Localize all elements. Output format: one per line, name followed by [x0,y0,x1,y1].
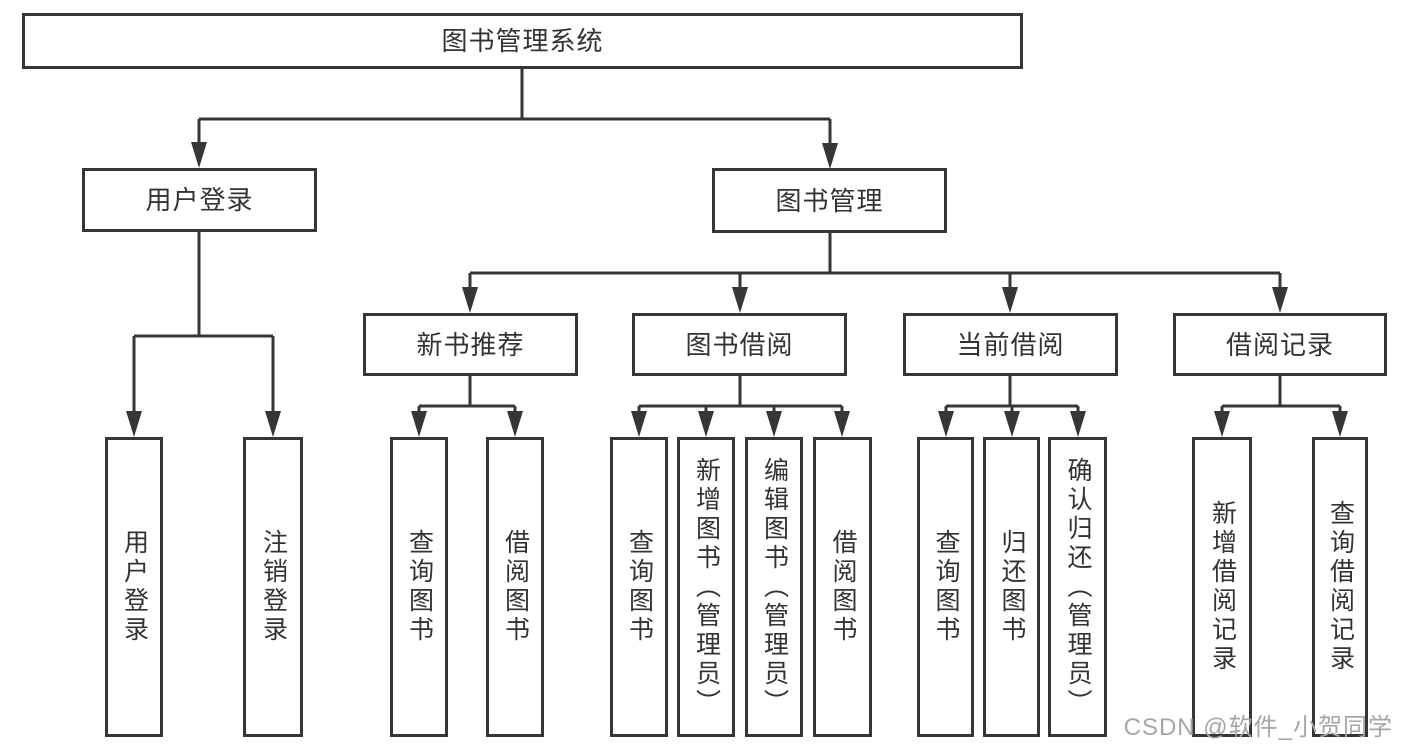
arrowhead-icon [265,411,281,437]
node-edit-books-admin: 编辑图书（管理员） [745,437,803,737]
node-query-books-3: 查询图书 [917,437,974,737]
node-borrowing-records: 借阅记录 [1173,313,1387,376]
arrowhead-icon [1272,287,1288,313]
arrowhead-icon [1214,411,1230,437]
node-query-borrow-record: 查询借阅记录 [1312,437,1368,737]
arrowhead-icon [191,142,207,168]
node-query-books-1: 查询图书 [390,437,448,737]
arrowhead-icon [1002,287,1018,313]
arrowhead-icon [1004,411,1020,437]
arrowhead-icon [1332,411,1348,437]
arrowhead-icon [732,287,748,313]
arrowhead-icon [507,411,523,437]
arrowhead-icon [462,287,478,313]
arrowhead-icon [822,143,838,169]
arrowhead-icon [631,411,647,437]
node-library-management-system: 图书管理系统 [22,13,1023,69]
node-query-books-2: 查询图书 [610,437,668,737]
arrowhead-icon [834,411,850,437]
arrow-shafts [132,119,1342,415]
node-confirm-return-admin: 确认归还（管理员） [1048,437,1107,737]
node-borrow-books-1: 借阅图书 [486,437,544,737]
node-borrow-books-2: 借阅图书 [813,437,872,737]
csdn-watermark: CSDN @软件_小贺同学 [1123,714,1393,741]
arrowhead-icon [126,411,142,437]
arrowheads [126,142,1348,437]
node-add-borrow-record: 新增借阅记录 [1192,437,1252,737]
arrowhead-icon [766,411,782,437]
arrowhead-icon [938,411,954,437]
node-book-borrowing: 图书借阅 [632,313,847,376]
node-add-books-admin: 新增图书（管理员） [677,437,735,737]
node-current-borrowing: 当前借阅 [903,313,1118,376]
node-logout: 注销登录 [243,437,303,737]
node-user-login-leaf: 用户登录 [105,437,163,737]
node-book-management: 图书管理 [712,168,947,233]
arrowhead-icon [1070,411,1086,437]
node-new-book-recommend: 新书推荐 [363,313,578,376]
tree-branch-lines [134,69,1340,408]
arrowhead-icon [411,411,427,437]
node-return-books: 归还图书 [983,437,1040,737]
arrowhead-icon [698,411,714,437]
node-user-login: 用户登录 [82,168,317,232]
